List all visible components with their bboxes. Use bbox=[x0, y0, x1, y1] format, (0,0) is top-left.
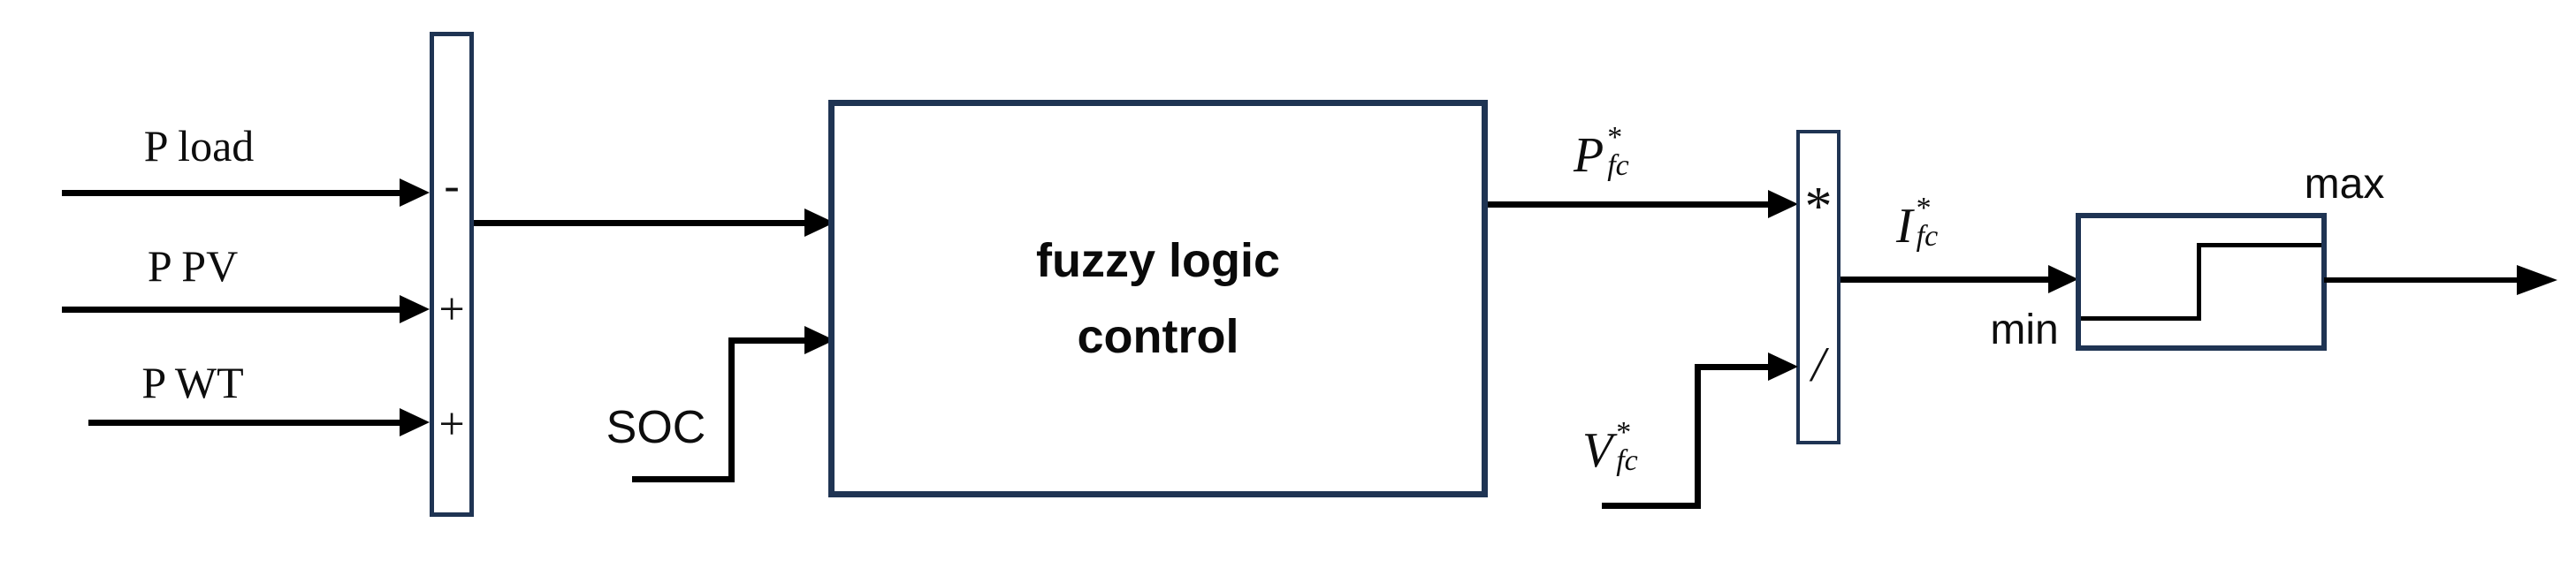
fuzzy-logic-control-block bbox=[828, 100, 1488, 497]
fuzzy-logic-control-title: fuzzy logic control bbox=[828, 100, 1488, 497]
ifc-ref-label: I * fc bbox=[1896, 193, 1938, 254]
flc-title-line1: fuzzy logic bbox=[1035, 233, 1280, 287]
ppv-arrow-line bbox=[62, 307, 403, 313]
multiply-divide-block bbox=[1796, 130, 1841, 444]
soc-label: SOC bbox=[606, 402, 706, 453]
saturation-step-rise-line bbox=[2197, 245, 2201, 321]
arrowhead-icon bbox=[2048, 265, 2078, 293]
vfc-base: V bbox=[1582, 423, 1613, 478]
vfc-subsup: * fc bbox=[1616, 416, 1638, 478]
plus-sign: + bbox=[438, 399, 465, 450]
pwt-arrow-line bbox=[88, 420, 403, 426]
saturation-step-low-line bbox=[2081, 316, 2199, 321]
vfc-path-top-segment bbox=[1695, 364, 1772, 370]
saturation-block bbox=[2076, 213, 2327, 351]
arrowhead-icon bbox=[1768, 190, 1798, 218]
pfc-ref-label: P * fc bbox=[1574, 122, 1629, 183]
saturation-step-high-line bbox=[2197, 243, 2321, 247]
ifc-base: I bbox=[1896, 199, 1913, 254]
pfc-ref-arrow-line bbox=[1488, 201, 1772, 208]
soc-path-top-segment bbox=[728, 337, 808, 344]
arrowhead-icon bbox=[400, 178, 430, 207]
min-label: min bbox=[1990, 307, 2059, 353]
flc-title-line2: control bbox=[1077, 310, 1239, 363]
sum-output-arrow-line bbox=[474, 220, 808, 226]
soc-path-riser bbox=[728, 337, 735, 482]
sum-junction-block bbox=[430, 32, 474, 517]
ppv-label: P PV bbox=[147, 241, 239, 291]
ifc-subsup: * fc bbox=[1916, 192, 1939, 254]
soc-path-bottom-segment bbox=[632, 476, 735, 482]
pfc-base: P bbox=[1574, 128, 1604, 183]
arrowhead-icon bbox=[400, 295, 430, 323]
max-label: max bbox=[2304, 161, 2385, 208]
vfc-path-bottom-segment bbox=[1602, 503, 1701, 509]
pfc-subsup: * fc bbox=[1607, 121, 1629, 183]
minus-sign: - bbox=[444, 161, 460, 211]
arrowhead-icon bbox=[400, 408, 430, 436]
arrowhead-icon bbox=[2517, 265, 2557, 295]
arrowhead-icon bbox=[1768, 352, 1798, 381]
pload-arrow-line bbox=[62, 190, 403, 196]
multiply-symbol: * bbox=[1804, 177, 1833, 237]
pload-label: P load bbox=[143, 121, 255, 171]
plus-sign: + bbox=[438, 284, 465, 335]
output-arrow-line bbox=[2324, 277, 2520, 283]
ifc-ref-arrow-line bbox=[1841, 277, 2052, 283]
pwt-label: P WT bbox=[141, 358, 244, 407]
divide-symbol: / bbox=[1811, 337, 1825, 392]
vfc-ref-label: V * fc bbox=[1582, 417, 1638, 478]
vfc-path-riser bbox=[1695, 364, 1701, 509]
